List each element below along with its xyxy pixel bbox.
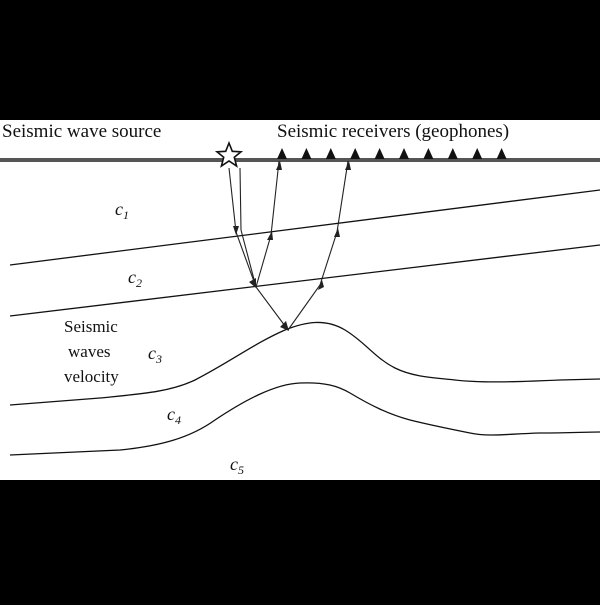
boundary-c4-c5	[9, 382, 600, 456]
velocity-note-line1: Seismic	[64, 317, 118, 336]
star-icon	[214, 140, 244, 168]
source-label: Seismic wave source	[2, 121, 161, 142]
arrow-up-4	[276, 161, 282, 170]
layer-label-c3: c3	[148, 343, 162, 366]
arrow-up-2	[334, 228, 340, 237]
triangle-icon	[325, 148, 336, 159]
ray-up-far-path	[287, 160, 349, 331]
triangle-icon	[374, 148, 385, 159]
velocity-note-line2: waves	[68, 342, 110, 361]
receivers-group	[277, 148, 507, 159]
arrow-up-5	[345, 161, 351, 170]
triangle-icon	[399, 148, 409, 159]
arrow-down-1	[233, 226, 239, 235]
boundary-c1-c2	[9, 189, 600, 266]
receivers-label: Seismic receivers (geophones)	[277, 121, 509, 142]
layer-label-c2: c2	[128, 267, 142, 290]
layer-label-c1: c1	[115, 199, 129, 222]
triangle-icon	[447, 148, 458, 159]
triangle-icon	[472, 148, 483, 159]
ray-shallow-path	[240, 229, 257, 288]
boundary-c3-c4	[9, 321, 600, 406]
velocity-note-line3: velocity	[64, 367, 119, 386]
arrow-up-1	[318, 280, 324, 290]
triangle-icon	[277, 148, 287, 159]
triangle-icon	[496, 148, 507, 159]
ray-arrowheads	[233, 161, 351, 331]
triangle-icon	[350, 148, 361, 159]
triangle-icon	[301, 148, 312, 159]
diagram-panel	[0, 120, 600, 480]
ray-down-path	[228, 167, 289, 331]
layer-label-c4: c4	[167, 404, 181, 427]
arrow-up-3	[267, 231, 273, 240]
boundary-c2-c3	[9, 244, 600, 317]
ray-down-short-path	[239, 167, 242, 231]
arrow-down-2	[249, 278, 256, 288]
layer-label-c5: c5	[230, 454, 244, 477]
arrow-down-3	[280, 321, 289, 331]
triangle-icon	[423, 148, 434, 159]
